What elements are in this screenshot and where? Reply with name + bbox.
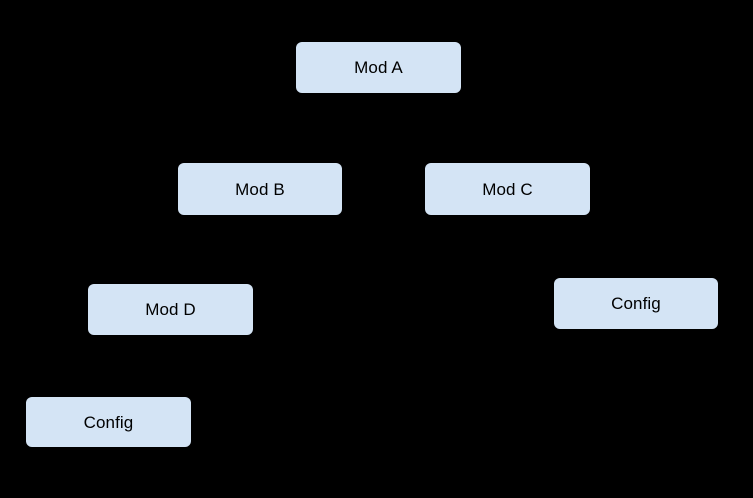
node-mod-b[interactable]: Mod B: [178, 163, 342, 215]
node-config-right[interactable]: Config: [554, 278, 718, 329]
node-mod-d[interactable]: Mod D: [88, 284, 253, 335]
node-label: Mod A: [354, 58, 403, 77]
node-mod-a[interactable]: Mod A: [296, 42, 461, 93]
node-label: Config: [611, 294, 661, 313]
node-label: Mod D: [145, 300, 196, 319]
node-label: Mod B: [235, 179, 285, 199]
node-config-left[interactable]: Config: [26, 397, 191, 447]
node-mod-c[interactable]: Mod C: [425, 163, 590, 215]
node-label: Mod C: [482, 179, 533, 199]
node-label: Config: [83, 412, 134, 432]
